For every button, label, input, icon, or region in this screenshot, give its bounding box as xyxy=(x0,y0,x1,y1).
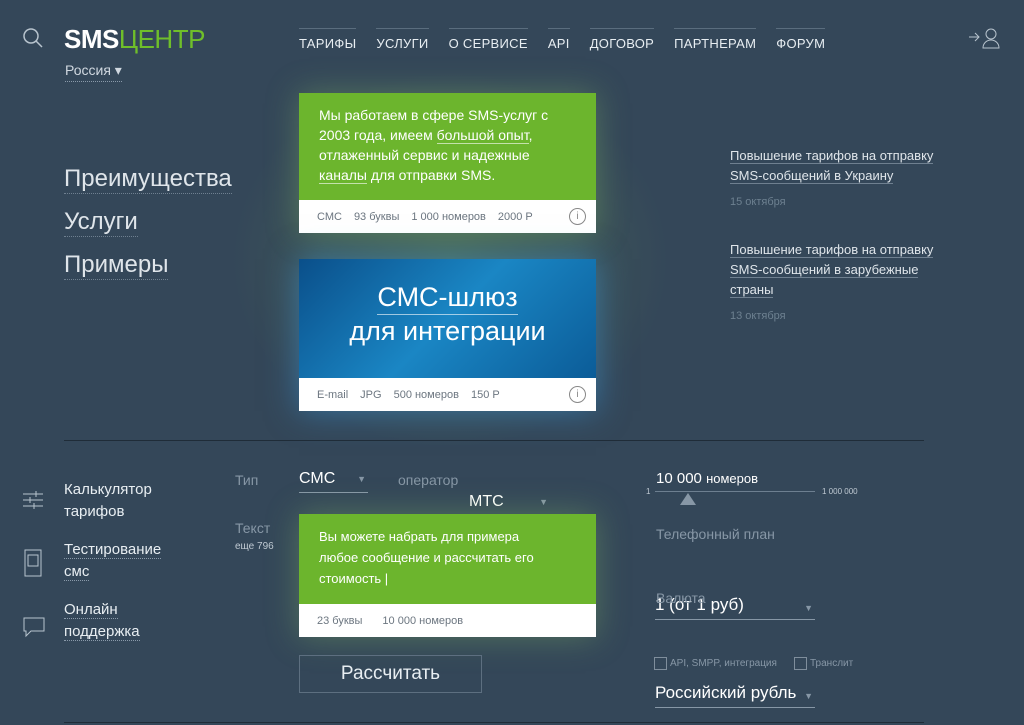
news-list: Повышение тарифов на отправку SMS-сообще… xyxy=(730,146,960,354)
nav-contract[interactable]: ДОГОВОР xyxy=(589,28,655,51)
nav-about[interactable]: О СЕРВИСЕ xyxy=(448,28,528,51)
channels-link[interactable]: каналы xyxy=(319,167,367,184)
divider xyxy=(64,440,924,441)
card-meta: JPG xyxy=(360,388,382,401)
chat-icon xyxy=(23,617,45,638)
nav-api[interactable]: API xyxy=(547,28,570,51)
card-meta: 500 номеров xyxy=(393,388,459,401)
sliders-icon xyxy=(23,491,43,509)
divider xyxy=(64,722,924,723)
nav-tariffs[interactable]: ТАРИФЫ xyxy=(299,28,357,51)
info-icon[interactable]: i xyxy=(569,386,586,403)
nav-partners[interactable]: ПАРТНЕРАМ xyxy=(674,28,757,51)
type-select[interactable]: СМС▼ xyxy=(299,470,368,493)
card-meta: 93 буквы xyxy=(353,210,400,223)
card-meta: 150 Р xyxy=(470,388,500,401)
phone-icon xyxy=(24,549,42,577)
plan-label: Телефонный план xyxy=(656,526,775,542)
logo[interactable]: SMSЦЕНТР xyxy=(64,24,205,54)
type-label: Тип xyxy=(235,472,259,488)
calculate-button[interactable]: Рассчитать xyxy=(299,655,482,693)
currency-select[interactable]: Российский рубль▼ xyxy=(655,683,815,708)
side-menu: Преимущества Услуги Примеры xyxy=(64,165,232,294)
remaining-chars: еще 796 xyxy=(235,541,274,552)
slider-min: 1 xyxy=(646,487,651,496)
side-advantages[interactable]: Преимущества xyxy=(64,165,232,194)
plan-select[interactable]: 1 (от 1 руб)▼ xyxy=(655,595,815,620)
slider-max: 1 000 000 xyxy=(822,487,858,496)
news-date: 13 октября xyxy=(730,310,786,322)
message-card: Вы можете набрать для примера любое сооб… xyxy=(299,514,596,637)
nav-services[interactable]: УСЛУГИ xyxy=(376,28,429,51)
operator-label: оператор xyxy=(398,472,459,488)
count-slider-track[interactable] xyxy=(655,491,815,492)
news-date: 15 октября xyxy=(730,196,786,208)
message-meta: 23 буквы xyxy=(317,614,363,627)
card-meta: СМС xyxy=(317,210,342,223)
checkbox-icon[interactable] xyxy=(794,657,807,670)
login-icon[interactable] xyxy=(968,27,1002,49)
card-meta: 1 000 номеров xyxy=(411,210,486,223)
card-meta: E-mail xyxy=(317,388,349,401)
nav-forum[interactable]: ФОРУМ xyxy=(776,28,826,51)
message-input[interactable]: Вы можете набрать для примера любое сооб… xyxy=(319,529,534,586)
experience-card[interactable]: Мы работаем в сфере SMS-услуг с 2003 год… xyxy=(299,93,596,233)
main-nav: ТАРИФЫ УСЛУГИ О СЕРВИСЕ API ДОГОВОР ПАРТ… xyxy=(299,28,826,51)
text-label: Текст xyxy=(235,520,271,536)
checkbox-icon[interactable] xyxy=(654,657,667,670)
news-link[interactable]: Повышение тарифов на отправку SMS-сообще… xyxy=(730,148,934,184)
api-checkbox[interactable]: API, SMPP, интеграция xyxy=(654,657,777,670)
card-meta: 2000 Р xyxy=(497,210,533,223)
experience-text: Мы работаем в сфере SMS-услуг с 2003 год… xyxy=(319,107,549,184)
count-slider-thumb[interactable] xyxy=(679,493,696,505)
side-services[interactable]: Услуги xyxy=(64,208,138,237)
operator-select[interactable]: МТС▼ xyxy=(469,493,550,516)
info-icon[interactable]: i xyxy=(569,208,586,225)
experience-link[interactable]: большой опыт xyxy=(436,127,529,144)
search-icon[interactable] xyxy=(22,27,44,49)
side-examples[interactable]: Примеры xyxy=(64,251,169,280)
region-select[interactable]: Россия ▾ xyxy=(65,62,122,82)
translit-checkbox[interactable]: Транслит xyxy=(794,657,853,670)
gateway-title: СМС-шлюз xyxy=(377,281,518,315)
news-link[interactable]: Повышение тарифов на отправку SMS-сообще… xyxy=(730,242,934,298)
count-value: 10 000 номеров xyxy=(656,470,759,487)
gateway-subtitle: для интеграции xyxy=(349,316,546,346)
currency-label: Валюта xyxy=(656,590,706,606)
message-meta: 10 000 номеров xyxy=(382,614,464,627)
